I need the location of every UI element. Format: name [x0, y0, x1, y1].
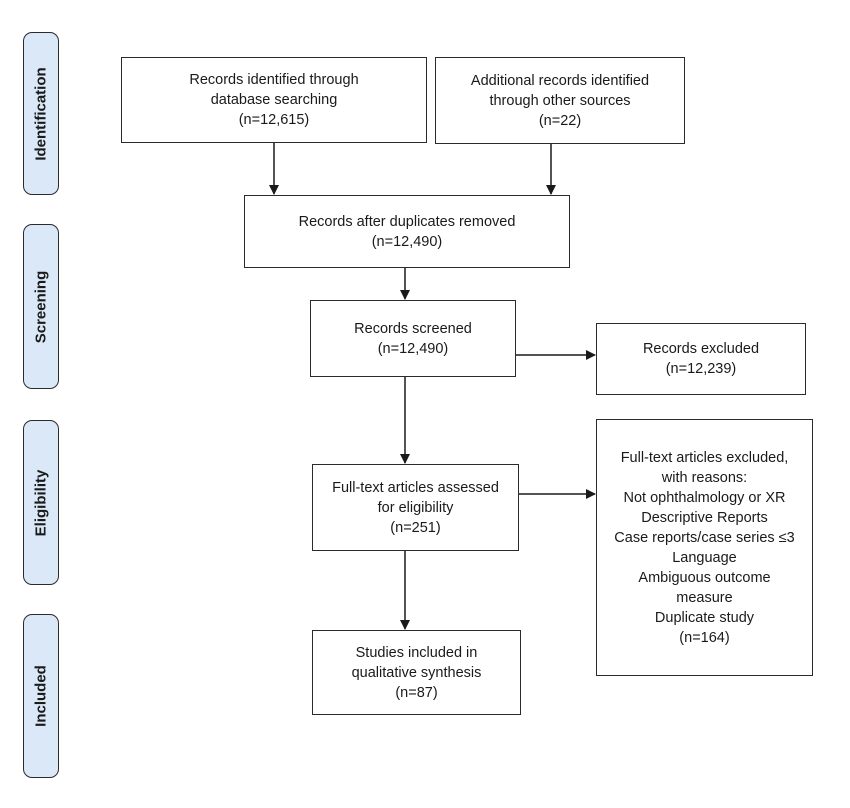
box-records-excluded: Records excluded (n=12,239) — [596, 323, 806, 395]
phase-eligibility: Eligibility — [23, 420, 59, 585]
box-fulltext-assessed-count: (n=251) — [390, 519, 441, 536]
box-database-searching-line1: Records identified through — [189, 72, 359, 88]
box-studies-included-line2: qualitative synthesis — [351, 664, 482, 681]
box-fulltext-excluded-line1: Full-text articles excluded, — [620, 449, 789, 466]
box-fulltext-excluded-reason1: Not ophthalmology or XR — [623, 489, 786, 506]
box-fulltext-assessed-line1: Full-text articles assessed — [332, 479, 499, 496]
box-other-sources-count: (n=22) — [538, 112, 582, 129]
box-records-screened: Records screened (n=12,490) — [310, 300, 516, 377]
box-database-searching-count: (n=12,615) — [238, 112, 310, 128]
box-other-sources-line2: through other sources — [489, 92, 631, 109]
box-other-sources: Additional records identified through ot… — [435, 57, 685, 144]
box-duplicates-removed: Records after duplicates removed (n=12,4… — [244, 195, 570, 268]
box-fulltext-excluded-reason4: Language — [672, 549, 737, 566]
box-records-excluded-count: (n=12,239) — [665, 361, 737, 377]
box-other-sources-line1: Additional records identified — [470, 72, 650, 89]
box-fulltext-excluded: Full-text articles excluded, with reason… — [596, 419, 813, 676]
box-fulltext-assessed: Full-text articles assessed for eligibil… — [312, 464, 519, 551]
box-records-screened-count: (n=12,490) — [377, 340, 449, 357]
box-fulltext-excluded-count: (n=164) — [679, 629, 730, 646]
box-records-excluded-line1: Records excluded — [642, 341, 760, 357]
box-fulltext-assessed-line2: for eligibility — [377, 499, 454, 516]
box-duplicates-removed-count: (n=12,490) — [371, 233, 443, 250]
box-fulltext-excluded-reason5b: measure — [676, 589, 733, 606]
box-records-screened-line1: Records screened — [354, 320, 472, 337]
phase-identification: Identification — [23, 32, 59, 195]
box-fulltext-excluded-reason3: Case reports/case series ≤3 — [614, 529, 795, 546]
box-studies-included-line1: Studies included in — [355, 644, 478, 661]
box-duplicates-removed-line1: Records after duplicates removed — [298, 213, 516, 230]
box-studies-included-count: (n=87) — [395, 684, 438, 701]
phase-screening: Screening — [23, 224, 59, 389]
box-fulltext-excluded-reason5a: Ambiguous outcome — [638, 569, 771, 586]
box-database-searching-line2: database searching — [210, 92, 338, 108]
phase-included: Included — [23, 614, 59, 778]
box-database-searching: Records identified through database sear… — [121, 57, 427, 143]
box-studies-included: Studies included in qualitative synthesi… — [312, 630, 521, 715]
box-fulltext-excluded-reason6: Duplicate study — [654, 609, 755, 626]
box-fulltext-excluded-reason2: Descriptive Reports — [641, 509, 768, 526]
box-fulltext-excluded-line2: with reasons: — [661, 469, 748, 486]
